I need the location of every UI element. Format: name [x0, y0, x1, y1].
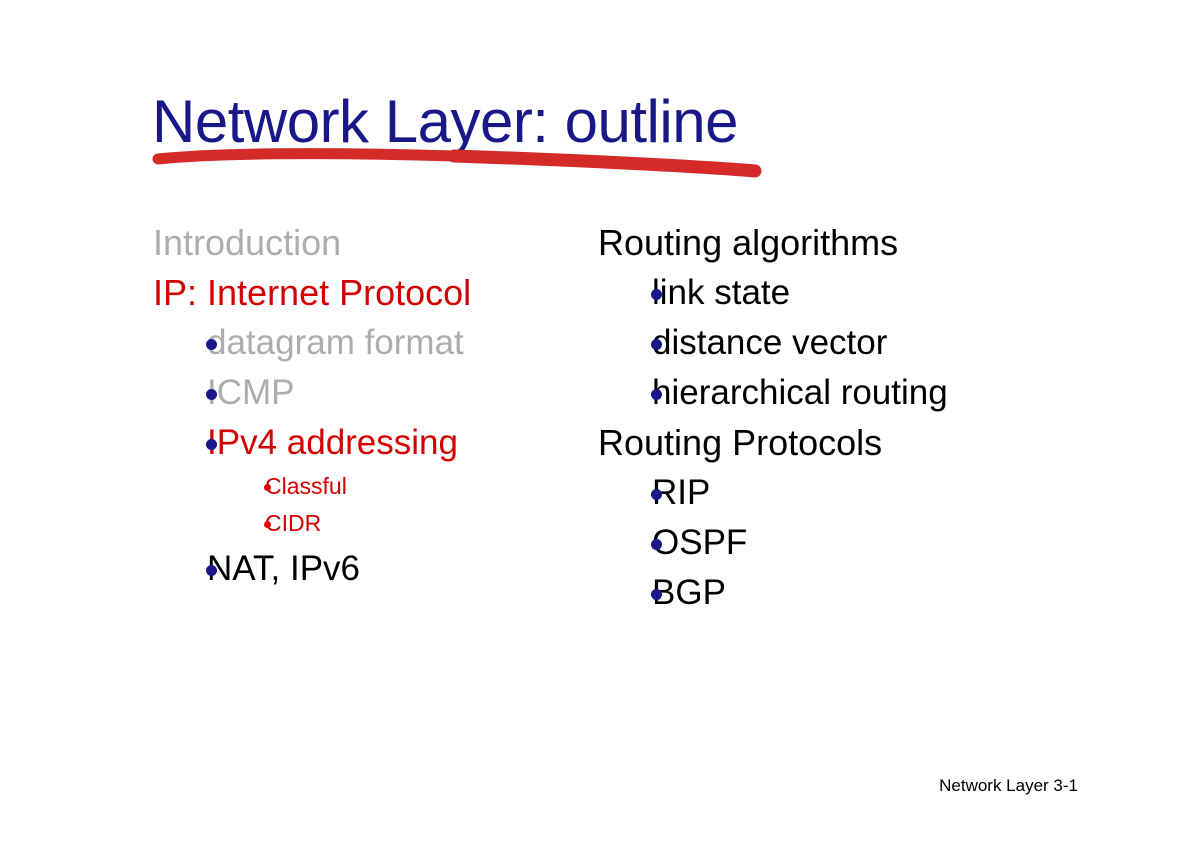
outline-item-label: hierarchical routing	[652, 373, 948, 412]
bullet-dot-icon	[651, 289, 662, 300]
bullet-dot-icon	[651, 339, 662, 350]
title-underline-stroke	[152, 148, 762, 178]
outline-item-label: Routing algorithms	[598, 222, 899, 263]
outline-item-label: link state	[652, 273, 791, 312]
slide-footer: Network Layer 3-1	[939, 776, 1078, 795]
outline-item-label: ICMP	[207, 373, 295, 412]
outline-item-label: NAT, IPv6	[207, 549, 361, 588]
outline-item-ipv4-addressing[interactable]: IPv4 addressing	[153, 418, 583, 468]
outline-item-label: IPv4 addressing	[207, 423, 458, 462]
outline-item-icmp[interactable]: ICMP	[153, 368, 583, 418]
outline-item-label: Routing Protocols	[598, 422, 883, 463]
bullet-dot-icon	[264, 484, 271, 491]
bullet-dot-icon	[651, 389, 662, 400]
bullet-dot-icon	[264, 521, 271, 528]
outline-item-label: IP: Internet Protocol	[153, 272, 472, 313]
outline-item-routing-protocols[interactable]: Routing Protocols	[598, 418, 1068, 468]
outline-item-label: CIDR	[265, 510, 322, 536]
outline-item-introduction[interactable]: Introduction	[153, 218, 583, 268]
outline-item-distance-vector[interactable]: distance vector	[598, 318, 1068, 368]
outline-item-rip[interactable]: RIP	[598, 468, 1068, 518]
outline-item-bgp[interactable]: BGP	[598, 568, 1068, 618]
bullet-dot-icon	[206, 565, 217, 576]
outline-item-label: datagram format	[207, 323, 464, 362]
outline-item-ip-internet-protocol[interactable]: IP: Internet Protocol	[153, 268, 583, 318]
bullet-dot-icon	[206, 389, 217, 400]
outline-right-column: Routing algorithms link state distance v…	[598, 218, 1068, 618]
outline-item-datagram-format[interactable]: datagram format	[153, 318, 583, 368]
outline-item-hierarchical-routing[interactable]: hierarchical routing	[598, 368, 1068, 418]
outline-item-classful[interactable]: Classful	[153, 468, 583, 505]
outline-item-label: distance vector	[652, 323, 888, 362]
bullet-dot-icon	[651, 589, 662, 600]
title-block: Network Layer: outline	[152, 92, 1052, 182]
bullet-dot-icon	[651, 539, 662, 550]
outline-item-cidr[interactable]: CIDR	[153, 505, 583, 542]
outline-item-nat-ipv6[interactable]: NAT, IPv6	[153, 544, 583, 594]
outline-item-routing-algorithms[interactable]: Routing algorithms	[598, 218, 1068, 268]
outline-item-label: BGP	[652, 573, 726, 612]
outline-left-column: Introduction IP: Internet Protocol datag…	[153, 218, 583, 594]
outline-item-label: Classful	[265, 473, 347, 499]
bullet-dot-icon	[206, 439, 217, 450]
outline-item-label: OSPF	[652, 523, 748, 562]
outline-item-ospf[interactable]: OSPF	[598, 518, 1068, 568]
page-title: Network Layer: outline	[152, 88, 738, 155]
outline-item-link-state[interactable]: link state	[598, 268, 1068, 318]
outline-item-label: Introduction	[153, 222, 342, 263]
bullet-dot-icon	[651, 489, 662, 500]
bullet-dot-icon	[206, 339, 217, 350]
